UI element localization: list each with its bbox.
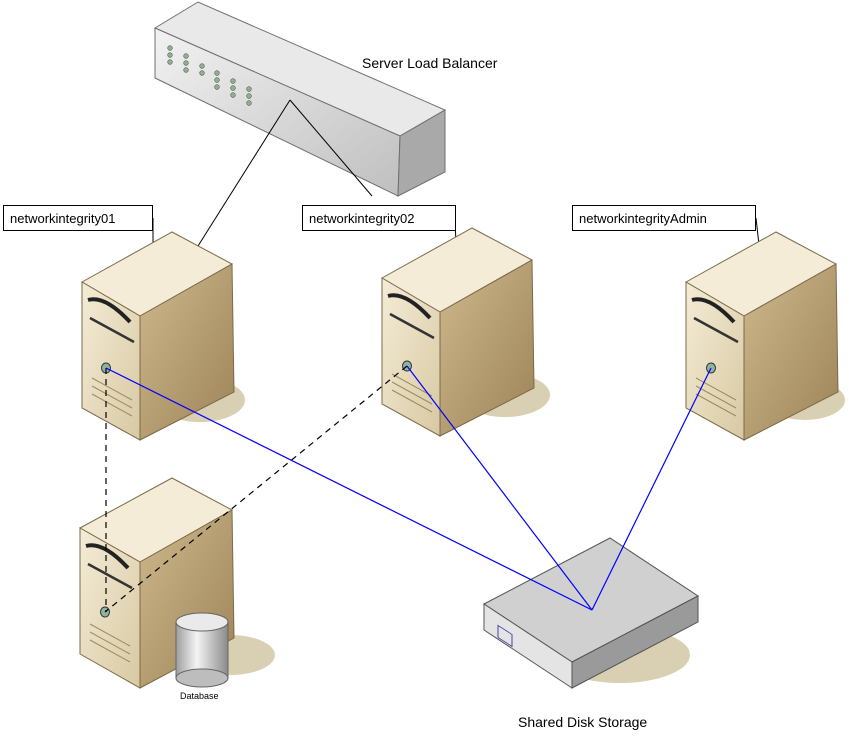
database-icon (175, 612, 229, 688)
shared-storage-icon (483, 537, 699, 689)
server-02-icon (380, 227, 535, 437)
storage-links (105, 365, 712, 611)
server-admin-icon (684, 231, 839, 441)
server-02-label: networkintegrity02 (302, 205, 456, 231)
server-01-label: networkintegrity01 (3, 205, 153, 231)
database-caption: Database (180, 691, 219, 701)
load-balancer-caption: Server Load Balancer (362, 55, 498, 71)
server-01-icon (80, 231, 235, 441)
server-admin-label: networkintegrityAdmin (572, 205, 756, 231)
storage-caption: Shared Disk Storage (518, 714, 648, 730)
led-indicators (167, 45, 252, 106)
load-balancer-icon (153, 1, 447, 197)
database-links (104, 365, 408, 613)
